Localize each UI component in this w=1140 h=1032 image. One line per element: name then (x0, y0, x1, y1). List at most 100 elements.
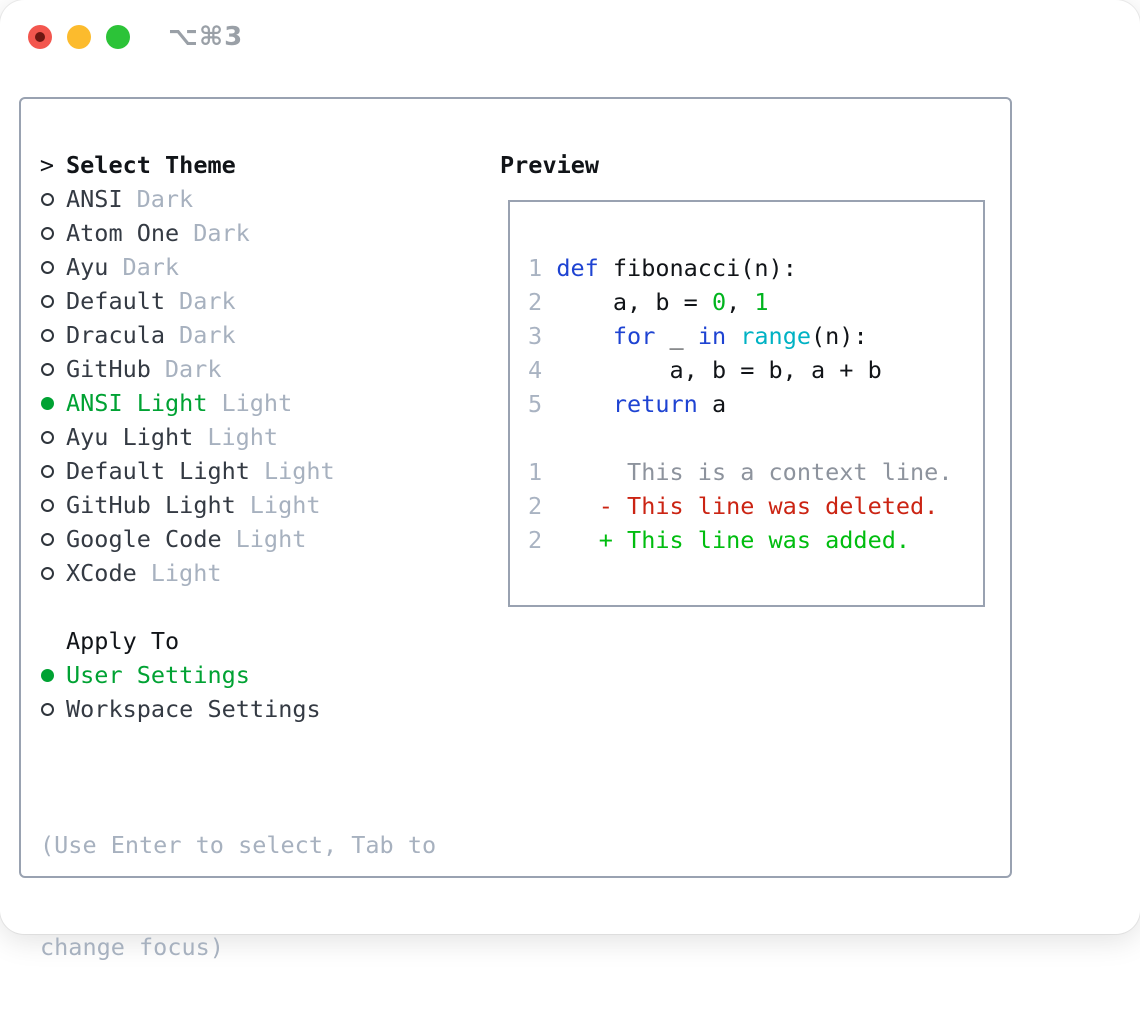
radio-unselected-icon (41, 532, 54, 546)
theme-option-variant: Light (207, 423, 279, 451)
theme-option-label: XCode (66, 559, 137, 587)
theme-option-variant: Dark (179, 287, 236, 315)
radio-unselected-icon (41, 464, 54, 478)
code-token-plain: _ (655, 322, 698, 350)
close-button[interactable] (28, 25, 52, 49)
code-token-context: This is a context line. (556, 458, 953, 486)
code-token-keyword: def (556, 254, 599, 282)
code-token-plain: a, b = (556, 288, 712, 316)
radio-unselected-icon (41, 294, 54, 308)
code-line: 2 a, b = 0, 1 (528, 285, 983, 319)
theme-option-ayu[interactable]: Ayu Dark (40, 250, 490, 284)
theme-option-dracula[interactable]: Dracula Dark (40, 318, 490, 352)
theme-option-github[interactable]: GitHub Dark (40, 352, 490, 386)
radio-unselected-icon (41, 430, 54, 444)
theme-option-label: GitHub Light (66, 491, 236, 519)
code-token-number: 0 (711, 288, 727, 316)
code-line: 5 return a (528, 387, 983, 421)
code-token-keyword: for (612, 322, 656, 350)
theme-option-label: Default (66, 287, 166, 315)
theme-option-github-light[interactable]: GitHub Light Light (40, 488, 490, 522)
theme-option-label: Ayu Light (66, 423, 194, 451)
line-number: 3 (528, 322, 543, 350)
apply-to-header: Apply To (40, 624, 490, 658)
theme-option-label: Dracula (66, 321, 166, 349)
theme-option-default[interactable]: Default Dark (40, 284, 490, 318)
code-token-keyword: return (612, 390, 698, 418)
code-token-deleted: - This line was deleted. (556, 492, 939, 520)
focus-caret-icon: > (39, 151, 55, 179)
radio-selected-icon (41, 396, 54, 410)
theme-option-variant: Dark (164, 355, 222, 383)
code-token-plain: , (726, 288, 755, 316)
help-text: (Use Enter to select, Tab to change focu… (40, 760, 436, 1032)
apply-to-title: Apply To (66, 627, 180, 655)
code-token-plain (556, 322, 613, 350)
radio-unselected-icon (41, 498, 54, 512)
theme-option-label: Ayu (66, 253, 109, 281)
code-token-number: 1 (754, 288, 769, 316)
radio-unselected-icon (41, 226, 54, 240)
close-button-dot-icon (35, 32, 45, 42)
code-token-plain (726, 322, 740, 350)
theme-option-label: Atom One (66, 219, 180, 247)
help-text-line1: (Use Enter to select, Tab to (40, 831, 437, 859)
radio-unselected-icon (41, 260, 54, 274)
theme-option-ayu-light[interactable]: Ayu Light Light (40, 420, 490, 454)
window-title: ⌥⌘3 (168, 22, 244, 52)
code-line: 1 def fibonacci(n): (528, 251, 983, 285)
theme-option-label: GitHub (66, 355, 151, 383)
code-token-plain (556, 390, 613, 418)
theme-option-variant: Dark (193, 219, 250, 247)
code-line: 4 a, b = b, a + b (528, 353, 983, 387)
theme-option-variant: Dark (136, 185, 194, 213)
gap (40, 590, 490, 624)
code-token-plain: a, b = b, a + b (556, 356, 882, 384)
radio-unselected-icon (41, 192, 54, 206)
theme-option-atom-one[interactable]: Atom One Dark (40, 216, 490, 250)
help-text-line2: change focus) (40, 933, 224, 961)
theme-option-label: Google Code (66, 525, 222, 553)
code-token-keyword: in (697, 322, 727, 350)
line-number: 2 (528, 492, 543, 520)
radio-unselected-icon (41, 362, 54, 376)
theme-option-google-code[interactable]: Google Code Light (40, 522, 490, 556)
code-token-plain: fibonacci(n): (598, 254, 797, 282)
theme-option-variant: Dark (179, 321, 236, 349)
theme-option-variant: Light (249, 491, 321, 519)
theme-option-variant: Light (221, 389, 293, 417)
code-token-builtin: range (740, 322, 812, 350)
code-token-plain: a (697, 390, 727, 418)
apply-option-user-settings[interactable]: User Settings (40, 658, 490, 692)
theme-option-default-light[interactable]: Default Light Light (40, 454, 490, 488)
code-token-added: + This line was added. (556, 526, 911, 554)
apply-option-label: User Settings (66, 661, 250, 689)
radio-selected-icon (41, 668, 54, 682)
radio-unselected-icon (41, 328, 54, 342)
theme-option-variant: Light (235, 525, 307, 553)
minimize-button[interactable] (67, 25, 91, 49)
line-number: 2 (528, 288, 543, 316)
radio-unselected-icon (41, 702, 54, 716)
theme-option-variant: Light (263, 457, 335, 485)
apply-option-label: Workspace Settings (66, 695, 321, 723)
zoom-button[interactable] (106, 25, 130, 49)
theme-option-variant: Dark (122, 253, 180, 281)
code-line: 3 for _ in range(n): (528, 319, 983, 353)
theme-option-xcode[interactable]: XCode Light (40, 556, 490, 590)
code-line (528, 421, 983, 455)
code-line: 1 This is a context line. (528, 455, 983, 489)
line-number: 2 (528, 526, 543, 554)
preview-title: Preview (500, 151, 600, 179)
theme-option-label: Default Light (66, 457, 250, 485)
apply-option-workspace-settings[interactable]: Workspace Settings (40, 692, 490, 726)
theme-option-variant: Light (150, 559, 222, 587)
